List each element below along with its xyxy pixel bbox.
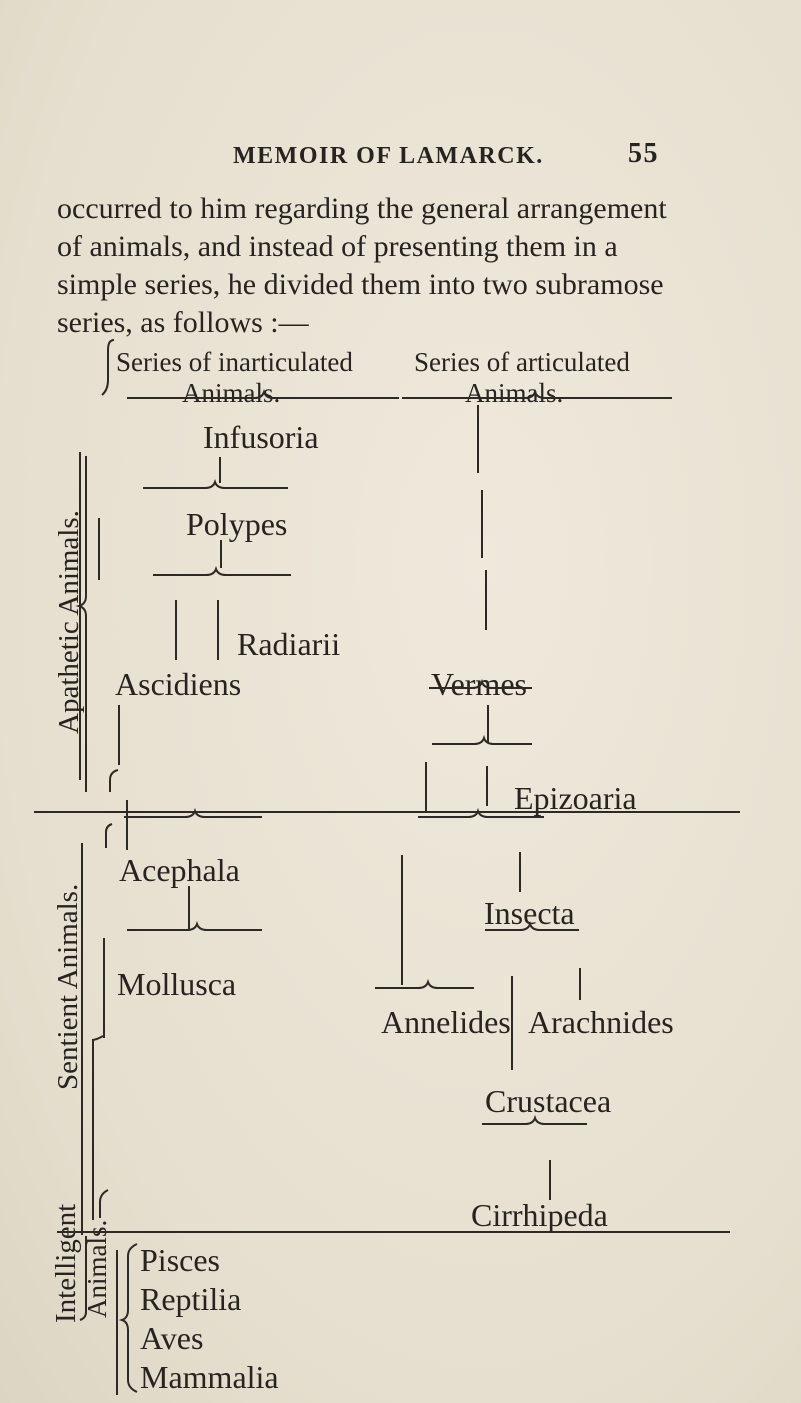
taxon-mammalia: Mammalia — [140, 1359, 279, 1395]
connector-line — [486, 766, 488, 806]
page-number: 55 — [628, 138, 659, 169]
taxon-annelides: Annelides — [381, 1004, 511, 1040]
connector-line — [126, 800, 128, 850]
paragraph-line: simple series, he divided them into two … — [57, 268, 664, 301]
left-series-heading: Series of inarticulated — [116, 347, 353, 377]
taxon-reptilia: Reptilia — [140, 1281, 242, 1317]
connector-line — [425, 762, 427, 812]
taxon-radiarii: Radiarii — [237, 626, 341, 662]
connector-line — [220, 540, 222, 568]
taxon-epizoaria: Epizoaria — [514, 780, 637, 816]
connector-line — [487, 705, 489, 743]
running-head: MEMOIR OF LAMARCK. — [233, 143, 544, 169]
connector-line — [519, 852, 521, 892]
division-rule — [34, 811, 740, 813]
connector-line — [477, 405, 479, 473]
apathetic-group-bar — [79, 452, 81, 780]
taxon-arachnides: Arachnides — [528, 1004, 674, 1040]
connector-line — [103, 938, 105, 1038]
connector-line — [485, 570, 487, 630]
taxon-aves: Aves — [140, 1320, 204, 1356]
connector-line — [188, 886, 190, 930]
connector-line — [217, 600, 219, 660]
connector-line — [549, 1160, 551, 1200]
sentient-group-bar — [81, 843, 83, 1235]
connector-line — [175, 600, 177, 660]
taxon-infusoria: Infusoria — [203, 419, 319, 455]
division-rule — [57, 1231, 730, 1233]
taxon-cirrhipeda: Cirrhipeda — [471, 1197, 608, 1233]
connector-line — [219, 457, 221, 483]
taxon-crustacea: Crustacea — [485, 1083, 612, 1119]
right-series-subheading: Animals. — [465, 378, 564, 408]
connector-line — [98, 518, 100, 580]
connector-line — [118, 705, 120, 765]
left-curly-brace — [101, 339, 115, 396]
right-series-heading: Series of articulated — [414, 347, 630, 377]
taxon-polypes: Polypes — [186, 506, 288, 542]
taxon-vermes: Vermes — [431, 666, 527, 702]
connector-line — [92, 1040, 94, 1220]
connector-line — [401, 855, 403, 985]
connector-line — [579, 968, 581, 1000]
taxon-ascidiens: Ascidiens — [115, 666, 242, 702]
connector-line — [481, 490, 483, 558]
connector-line — [511, 976, 513, 1070]
taxon-pisces: Pisces — [140, 1242, 220, 1278]
taxon-acephala: Acephala — [119, 852, 240, 888]
paragraph-line: occurred to him regarding the general ar… — [57, 192, 667, 225]
intelligent-group-bar — [116, 1250, 118, 1395]
paragraph-line: series, as follows :— — [57, 306, 309, 339]
taxon-mollusca: Mollusca — [117, 966, 237, 1002]
paragraph-line: of animals, and instead of presenting th… — [57, 230, 618, 263]
